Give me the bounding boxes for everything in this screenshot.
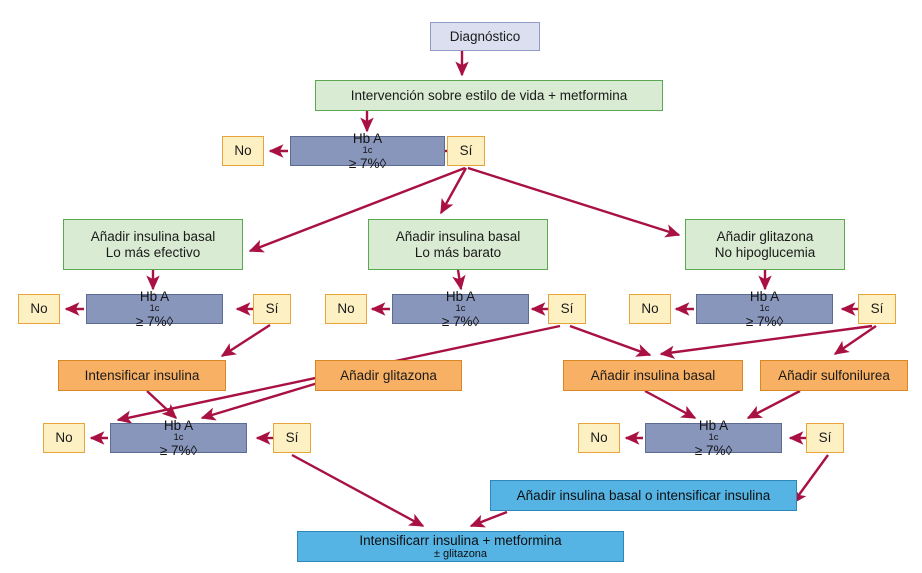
node-label-line: Añadir insulina basal o intensificar ins…: [516, 487, 771, 503]
node-b1[interactable]: Añadir insulina basal o intensificar ins…: [490, 480, 797, 511]
node-label-line: No: [55, 430, 73, 446]
edge-si2c-to-o4: [833, 325, 877, 355]
hba1c-subscript: 1c: [759, 302, 770, 314]
node-si3b[interactable]: Sí: [806, 423, 844, 453]
node-no2b[interactable]: No: [325, 294, 367, 324]
node-label-line: No: [30, 301, 48, 317]
node-label-line: Añadir insulina basal: [395, 229, 521, 245]
edge-si2c-to-o3: [659, 324, 873, 359]
edge-si3a-to-b2: [291, 453, 425, 528]
node-label-line: No: [641, 301, 659, 317]
node-o3[interactable]: Añadir insulina basal: [563, 360, 743, 391]
node-si2a[interactable]: Sí: [253, 294, 291, 324]
node-no2c[interactable]: No: [629, 294, 671, 324]
node-no2a[interactable]: No: [18, 294, 60, 324]
edge-si3b-to-b1: [792, 454, 829, 505]
node-label-line: Lo más barato: [414, 244, 502, 260]
node-label-line: Sí: [285, 430, 299, 446]
node-label: Intensificarr insulina + metformina ± gl…: [359, 532, 562, 560]
edge-b1-to-b2: [469, 510, 508, 528]
hba1c-subscript: 1c: [173, 431, 184, 443]
node-o4[interactable]: Añadir sulfonilurea: [760, 360, 908, 391]
node-label-line: Sí: [870, 301, 884, 317]
node-no3b[interactable]: No: [578, 423, 620, 453]
node-label-line: Sí: [459, 143, 473, 159]
node-label-line: Añadir glitazona: [340, 367, 437, 383]
node-no3a[interactable]: No: [43, 423, 85, 453]
edge-o4-to-dec3b: [746, 389, 801, 420]
hba1c-subscript: 1c: [149, 302, 160, 314]
hba1c-subscript: 1c: [708, 431, 719, 443]
node-label-line: No: [337, 301, 355, 317]
edge-g-mid-to-dec2b: [452, 269, 466, 291]
node-label-line: Intervención sobre estilo de vida + metf…: [350, 87, 628, 103]
node-diagnostico[interactable]: Diagnóstico: [430, 22, 540, 51]
node-o2[interactable]: Añadir glitazona: [315, 360, 462, 391]
node-label-line: Añadir glitazona: [716, 229, 814, 245]
edge-si1-to-g-mid: [439, 167, 468, 215]
node-label-line: Intensificar insulina: [84, 367, 200, 383]
node-label-line: No hipoglucemia: [714, 244, 816, 260]
node-label-line: Añadir sulfonilurea: [778, 367, 890, 383]
node-label-suffix: ± glitazona: [433, 547, 488, 560]
hba1c-subscript: 1c: [455, 302, 466, 314]
node-label-line: Lo más efectivo: [105, 244, 201, 260]
node-intervencion[interactable]: Intervención sobre estilo de vida + metf…: [315, 80, 663, 111]
edge-si2b-to-o3: [569, 324, 652, 357]
node-label-line: No: [234, 143, 252, 159]
node-label-line: Sí: [265, 301, 279, 317]
node-label-line: Añadir insulina basal: [90, 229, 216, 245]
node-label-line: No: [590, 430, 608, 446]
edge-o3-to-dec3b: [644, 389, 697, 420]
edge-o1-to-dec3a: [146, 390, 178, 419]
node-si1[interactable]: Sí: [447, 136, 485, 166]
node-label-line: Sí: [560, 301, 574, 317]
node-si2c[interactable]: Sí: [858, 294, 896, 324]
node-label-line: Sí: [818, 430, 832, 446]
node-si2b[interactable]: Sí: [548, 294, 586, 324]
node-b2[interactable]: Intensificarr insulina + metformina ± gl…: [297, 531, 624, 562]
node-label-line: Diagnóstico: [449, 28, 521, 44]
edge-si2a-to-o1: [220, 323, 271, 358]
node-label-line: Añadir insulina basal: [590, 367, 716, 383]
node-o1[interactable]: Intensificar insulina: [58, 360, 226, 391]
hba1c-subscript: 1c: [362, 144, 373, 156]
node-no1[interactable]: No: [222, 136, 264, 166]
node-si3a[interactable]: Sí: [273, 423, 311, 453]
